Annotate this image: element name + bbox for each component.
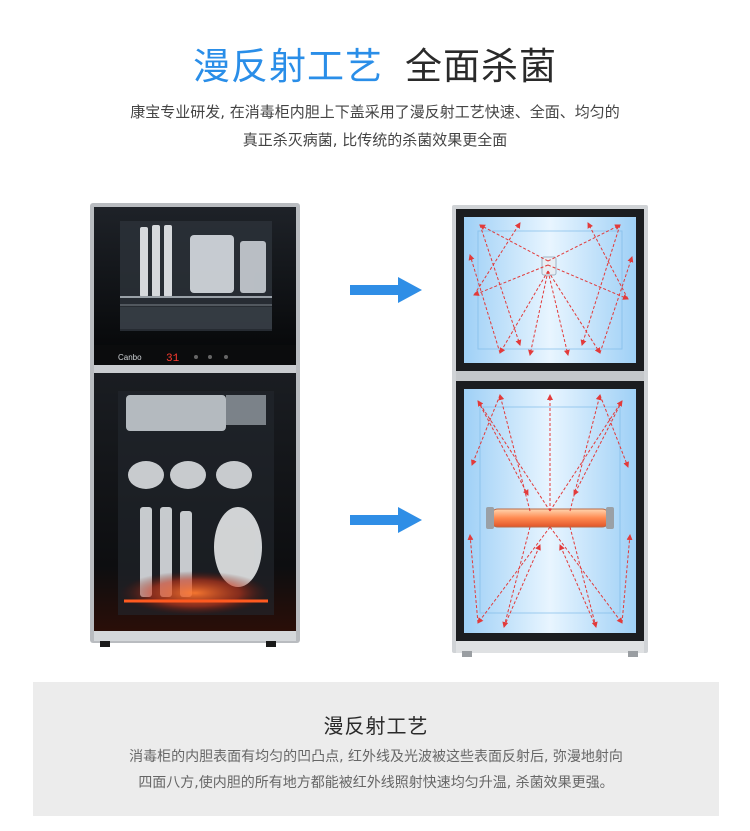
heating-glow bbox=[120, 571, 270, 615]
product-illustration: Canbo 31 bbox=[0, 195, 750, 665]
panel-description: 消毒柜的内胆表面有均匀的凹凸点, 红外线及光波被这些表面反射后, 弥漫地射向 四… bbox=[53, 744, 699, 796]
reflection-diagram bbox=[452, 205, 648, 657]
brand-label: Canbo bbox=[118, 353, 142, 362]
control-button[interactable] bbox=[224, 355, 228, 359]
title-highlight: 漫反射工艺 bbox=[193, 45, 383, 88]
stacked-plates bbox=[140, 225, 266, 297]
control-button[interactable] bbox=[208, 355, 212, 359]
intro-line-2: 真正杀灭病菌, 比传统的杀菌效果更全面 bbox=[242, 131, 508, 149]
intro-description: 康宝专业研发, 在消毒柜内胆上下盖采用了漫反射工艺快速、全面、均匀的 真正杀灭病… bbox=[40, 98, 710, 154]
uv-lamp-top bbox=[541, 256, 557, 276]
bowls-and-plates bbox=[126, 395, 266, 597]
page-title: 漫反射工艺全面杀菌 bbox=[0, 44, 750, 90]
diffuse-reflection-info-panel: 漫反射工艺 消毒柜的内胆表面有均匀的凹凸点, 红外线及光波被这些表面反射后, 弥… bbox=[33, 682, 719, 816]
panel-line-1: 消毒柜的内胆表面有均匀的凹凸点, 红外线及光波被这些表面反射后, 弥漫地射向 bbox=[129, 749, 623, 765]
intro-line-1: 康宝专业研发, 在消毒柜内胆上下盖采用了漫反射工艺快速、全面、均匀的 bbox=[130, 103, 620, 121]
reflection-rays-bottom bbox=[467, 394, 633, 628]
title-main: 全面杀菌 bbox=[405, 45, 557, 88]
cabinet-foot bbox=[266, 641, 276, 647]
infrared-heater-icon bbox=[489, 508, 611, 528]
digital-display: 31 bbox=[166, 353, 180, 365]
cabinet-comparison-graphic: Canbo 31 bbox=[90, 203, 648, 657]
cabinet-foot bbox=[100, 641, 110, 647]
reflection-rays-top bbox=[468, 222, 634, 356]
cabinet-photo: Canbo 31 bbox=[90, 203, 300, 647]
panel-title: 漫反射工艺 bbox=[323, 714, 429, 738]
arrow-right-icon bbox=[350, 277, 422, 303]
panel-line-2: 四面八方,使内胆的所有地方都能被红外线照射快速均匀升温, 杀菌效果更强。 bbox=[138, 775, 614, 791]
arrow-right-icon bbox=[350, 507, 422, 533]
control-button[interactable] bbox=[194, 355, 198, 359]
